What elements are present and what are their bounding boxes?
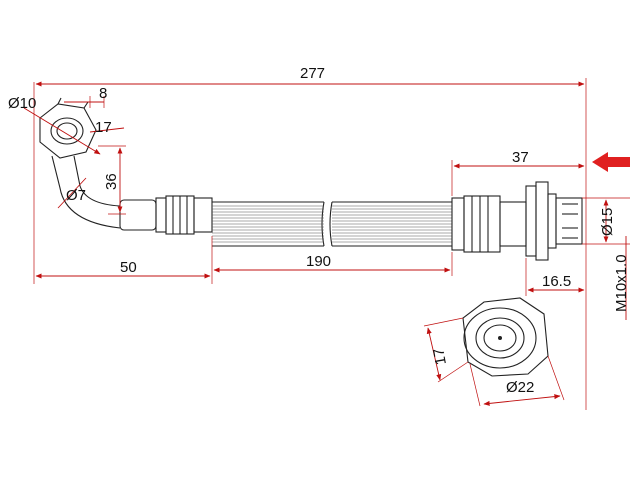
rubber-hose [212,201,452,247]
dim-fitting-length: 16.5 [542,273,571,290]
left-arrow-icon [592,152,630,172]
dim-thread: M10x1.0 [613,254,630,312]
dimension-lines [23,78,630,410]
dim-bend-length: 50 [120,259,137,276]
left-crimp-fitting [119,195,213,235]
dim-fitting-dia: Ø15 [599,208,616,236]
end-view-fitting [462,297,549,377]
dim-hose-length: 190 [306,253,331,270]
dim-total-length: 277 [300,65,325,82]
dim-bend-height: 36 [103,173,120,190]
dim-tube-dia: Ø7 [66,187,86,204]
bent-tube [51,155,121,229]
dim-end-view-dia: Ø22 [506,379,534,396]
dim-end-view-flat: 17 [430,347,450,366]
dim-hex-size: 17 [95,119,112,136]
dim-eye-thickness: 8 [99,85,107,102]
hex-eye-fitting [39,97,97,159]
dim-bolt-hole-dia: Ø10 [8,95,36,112]
right-crimp-fitting [451,181,583,261]
dim-end-fitting-length: 37 [512,149,529,166]
